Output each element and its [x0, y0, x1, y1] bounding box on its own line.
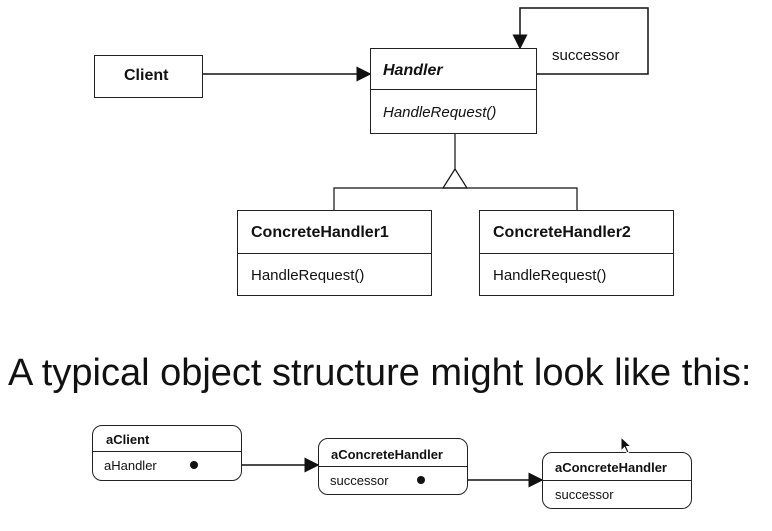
aclient-name: aClient	[106, 432, 150, 447]
aconcretehandler1-field: successor	[330, 473, 389, 488]
concrete-handler1-method: HandleRequest()	[251, 267, 365, 284]
concrete-handler1-name: ConcreteHandler1	[251, 224, 389, 241]
inheritance-branches	[333, 187, 578, 210]
client-class-name: Client	[124, 67, 169, 84]
concrete-handler1-class: ConcreteHandler1 HandleRequest()	[237, 210, 432, 296]
aclient-field: aHandler	[104, 458, 157, 473]
successor-pointer-dot	[417, 476, 425, 484]
aclient-object: aClient aHandler	[92, 425, 242, 481]
mouse-cursor-icon	[620, 436, 633, 454]
handler-class-name: Handler	[383, 62, 443, 79]
aconcretehandler2-field: successor	[555, 487, 614, 502]
ahandler-pointer-dot	[190, 461, 198, 469]
caption-text: A typical object structure might look li…	[8, 352, 752, 394]
concrete-handler2-name: ConcreteHandler2	[493, 224, 631, 241]
handler-method: HandleRequest()	[383, 104, 497, 121]
aconcretehandler1-name: aConcreteHandler	[331, 447, 443, 462]
client-class: Client	[94, 55, 203, 98]
concrete-handler2-class: ConcreteHandler2 HandleRequest()	[479, 210, 674, 296]
aconcretehandler2-name: aConcreteHandler	[555, 460, 667, 475]
concrete-handler2-method: HandleRequest()	[493, 267, 607, 284]
successor-label: successor	[552, 47, 620, 64]
aconcretehandler1-object: aConcreteHandler successor	[318, 438, 468, 495]
successor-self-association	[512, 7, 649, 75]
handler-class: Handler HandleRequest()	[370, 48, 537, 134]
aconcretehandler2-object: aConcreteHandler successor	[542, 452, 692, 509]
inheritance-triangle	[441, 167, 469, 189]
